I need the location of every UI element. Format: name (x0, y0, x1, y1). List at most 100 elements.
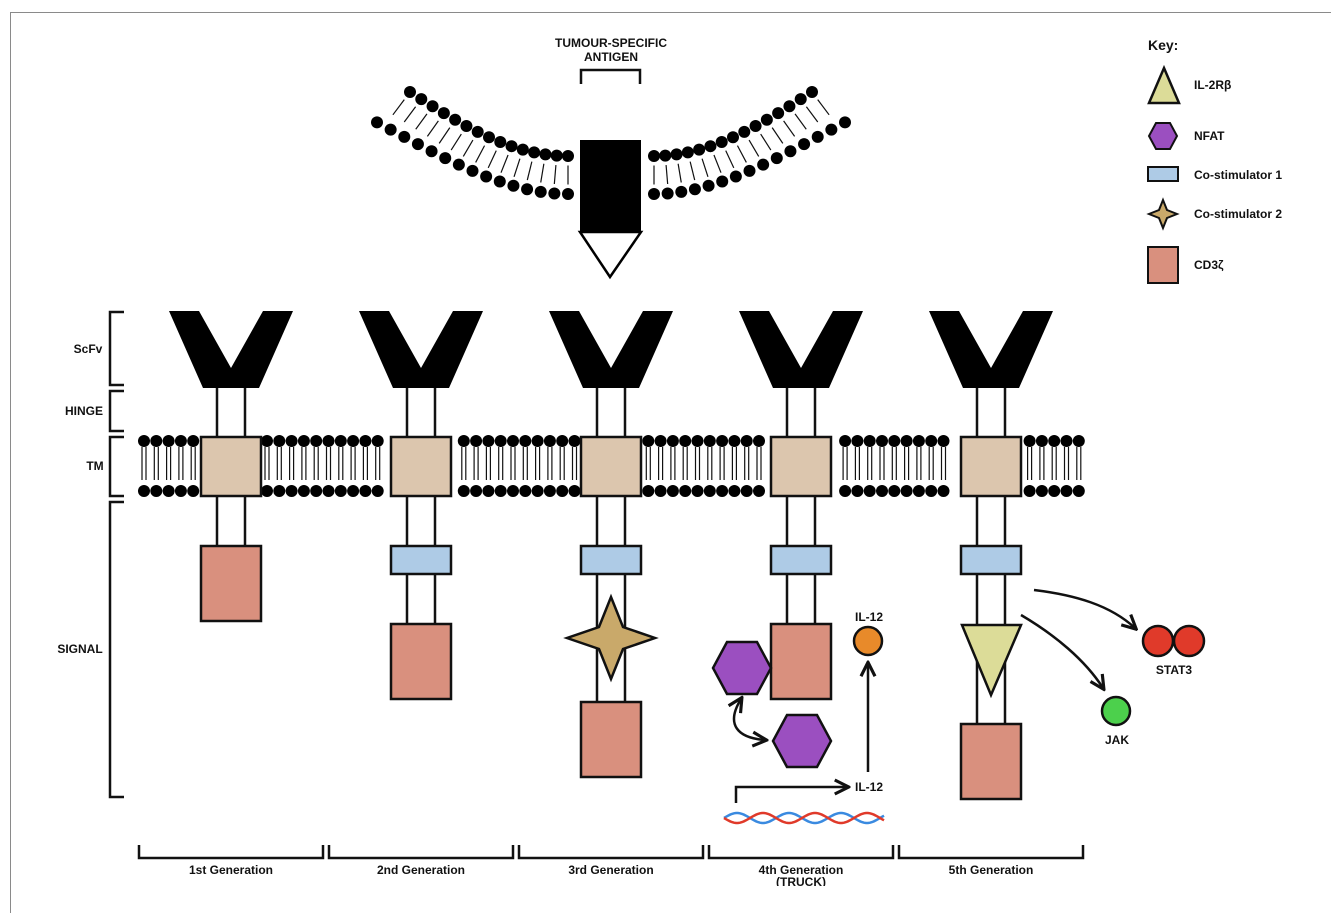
lipid-head (310, 485, 323, 497)
generation-bracket (327, 845, 515, 860)
lipid-head (863, 435, 876, 447)
lipid-head (568, 435, 581, 447)
key-star-icon (1146, 197, 1180, 231)
lipid-head (519, 485, 532, 497)
lipid-head (1072, 485, 1085, 497)
transmembrane-domain (959, 435, 1023, 498)
lipid-head (806, 86, 818, 98)
lipid-head (704, 140, 717, 153)
lipid-head (187, 435, 200, 447)
lipid-head (261, 485, 273, 497)
transmembrane-domain (579, 435, 643, 498)
lipid-head (457, 435, 470, 447)
lipid-head (261, 435, 273, 447)
scfv-domain (739, 311, 863, 388)
antigen-body (580, 140, 641, 232)
scfv-domain (359, 311, 483, 388)
lipid-head (876, 435, 888, 447)
transmembrane-domain (769, 435, 833, 498)
lipid-head (666, 435, 679, 447)
transmembrane-domain (389, 435, 453, 498)
lipid-head (740, 485, 753, 497)
lipid-head (411, 138, 424, 151)
lipid-head (568, 485, 581, 497)
lipid-head (359, 485, 372, 497)
lipid-head (675, 185, 688, 198)
lipid-head (888, 435, 901, 447)
lipid-head (937, 485, 950, 497)
lipid-head (562, 188, 574, 200)
lipid-head (642, 435, 655, 447)
key-item-label: NFAT (1194, 129, 1225, 143)
region-tm-label: TM (86, 459, 103, 473)
region-scfv-label: ScFv (74, 342, 103, 356)
stat3-arrow (1033, 588, 1135, 628)
lipid-head (1048, 435, 1061, 447)
dna-strand-red (723, 811, 885, 825)
lipid-head (297, 435, 310, 447)
gen1-cd3z (199, 544, 263, 623)
lipid-head (562, 150, 574, 162)
lipid-head (285, 435, 298, 447)
lipid-head (703, 435, 716, 447)
key-item-label: Co-stimulator 1 (1194, 168, 1282, 182)
generation-bracket (137, 845, 325, 860)
scfv-domain (549, 311, 673, 388)
key-title: Key: (1148, 37, 1178, 53)
lipid-head (661, 187, 674, 200)
generation-label: 3rd Generation (568, 863, 653, 877)
lipid-head (912, 485, 925, 497)
nfat-hexagon-2 (771, 713, 833, 769)
fifth-gen-extras: STAT3 JAK (1020, 588, 1206, 747)
lipid-head (760, 113, 773, 126)
generation-sublabel: (TRUCK) (776, 875, 826, 886)
lipid-head (482, 485, 495, 497)
generation-label: 1st Generation (189, 863, 273, 877)
lipid-head (384, 123, 397, 136)
lipid-head (543, 485, 556, 497)
lipid-head (757, 158, 770, 171)
gen3-cd3z (579, 700, 643, 779)
lipid-head (659, 149, 672, 162)
lipid-head (715, 136, 728, 149)
lipid-head (654, 485, 667, 497)
generation-bracket (707, 845, 895, 860)
lipid-head (285, 485, 298, 497)
lipid-head (138, 485, 150, 497)
lipid-head (534, 185, 547, 198)
lipid-head (521, 183, 534, 196)
lipid-head (404, 86, 416, 98)
gen3-costim1 (579, 544, 643, 576)
figure-frame (10, 12, 1331, 913)
antigen-label-line2: ANTIGEN (584, 50, 638, 64)
lipid-head (449, 113, 462, 126)
lipid-head (460, 120, 473, 133)
lipid-head (749, 120, 762, 133)
key-triangle-icon (1147, 64, 1181, 105)
antigen-tip (577, 230, 644, 280)
lipid-head (273, 435, 286, 447)
transcription-arrow (734, 787, 847, 803)
gen3-costim2-star (563, 593, 659, 683)
key-hexagon-icon (1147, 122, 1179, 150)
lipid-head (470, 435, 483, 447)
lipid-head (347, 435, 360, 447)
lipid-head (273, 485, 286, 497)
lipid-head (738, 125, 751, 138)
transmembrane-domain (199, 435, 263, 498)
lipid-head (347, 485, 360, 497)
lipid-head (494, 435, 507, 447)
lipid-head (359, 435, 372, 447)
lipid-head (398, 130, 411, 143)
lipid-head (876, 485, 888, 497)
lipid-head (670, 148, 683, 161)
antigen-label-line1: TUMOUR-SPECIFIC (555, 36, 667, 50)
lipid-head (371, 485, 384, 497)
lipid-head (851, 435, 864, 447)
nfat-hexagon-1 (711, 640, 773, 696)
lipid-head (162, 435, 175, 447)
lipid-head (772, 107, 785, 120)
lipid-head (550, 149, 563, 162)
lipid-head (1023, 485, 1036, 497)
